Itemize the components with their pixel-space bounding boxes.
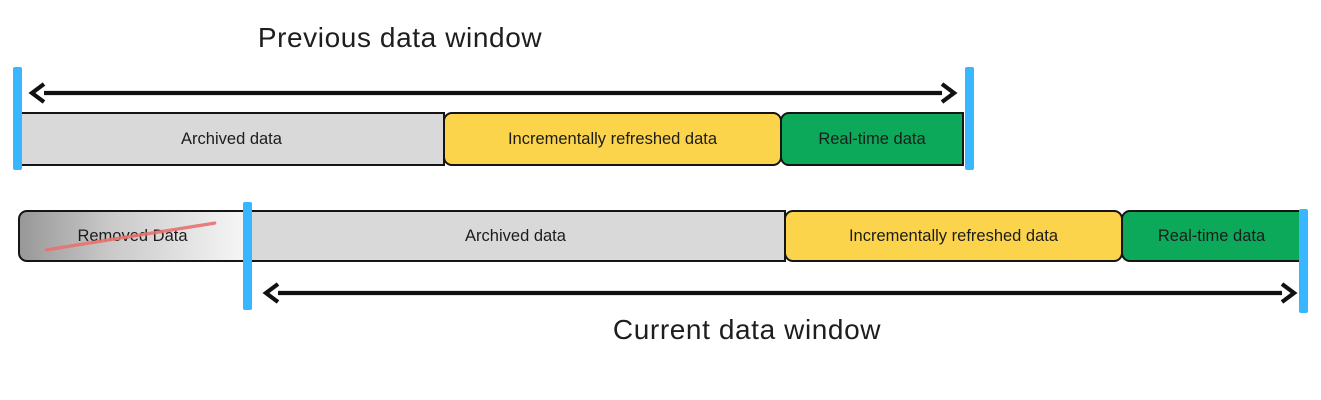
current-segment-incrementally-refreshed-data: Incrementally refreshed data [784,210,1123,262]
previous-segment-incrementally-refreshed-data: Incrementally refreshed data [443,112,782,166]
current-window-title: Current data window [612,314,882,345]
previous-window-end-marker [965,67,974,170]
segment-label: Incrementally refreshed data [848,226,1059,245]
segment-label: Archived data [181,129,282,148]
previous-segment-archived-data: Archived data [18,112,445,166]
segment-label: Archived data [465,226,566,245]
current-segment-real-time-data: Real-time data [1121,210,1302,262]
previous-window-title: Previous data window [257,22,543,53]
current-segment-archived-data: Archived data [245,210,786,262]
current-data-bar: Removed Data Archived data Incrementally… [18,210,1302,262]
current-segment-removed-data: Removed Data [18,210,247,262]
previous-window-start-marker [13,67,22,170]
segment-label: Real-time data [818,129,926,148]
segment-label: Real-time data [1157,226,1266,245]
current-window-extent-arrow [262,282,1298,304]
current-window-end-marker [1299,209,1308,313]
previous-segment-real-time-data: Real-time data [780,112,964,166]
segment-label: Incrementally refreshed data [507,129,718,148]
current-window-start-marker [243,202,252,310]
previous-window-extent-arrow [28,82,958,104]
segment-label: Removed Data [77,226,188,245]
previous-data-bar: Archived data Incrementally refreshed da… [18,112,964,166]
